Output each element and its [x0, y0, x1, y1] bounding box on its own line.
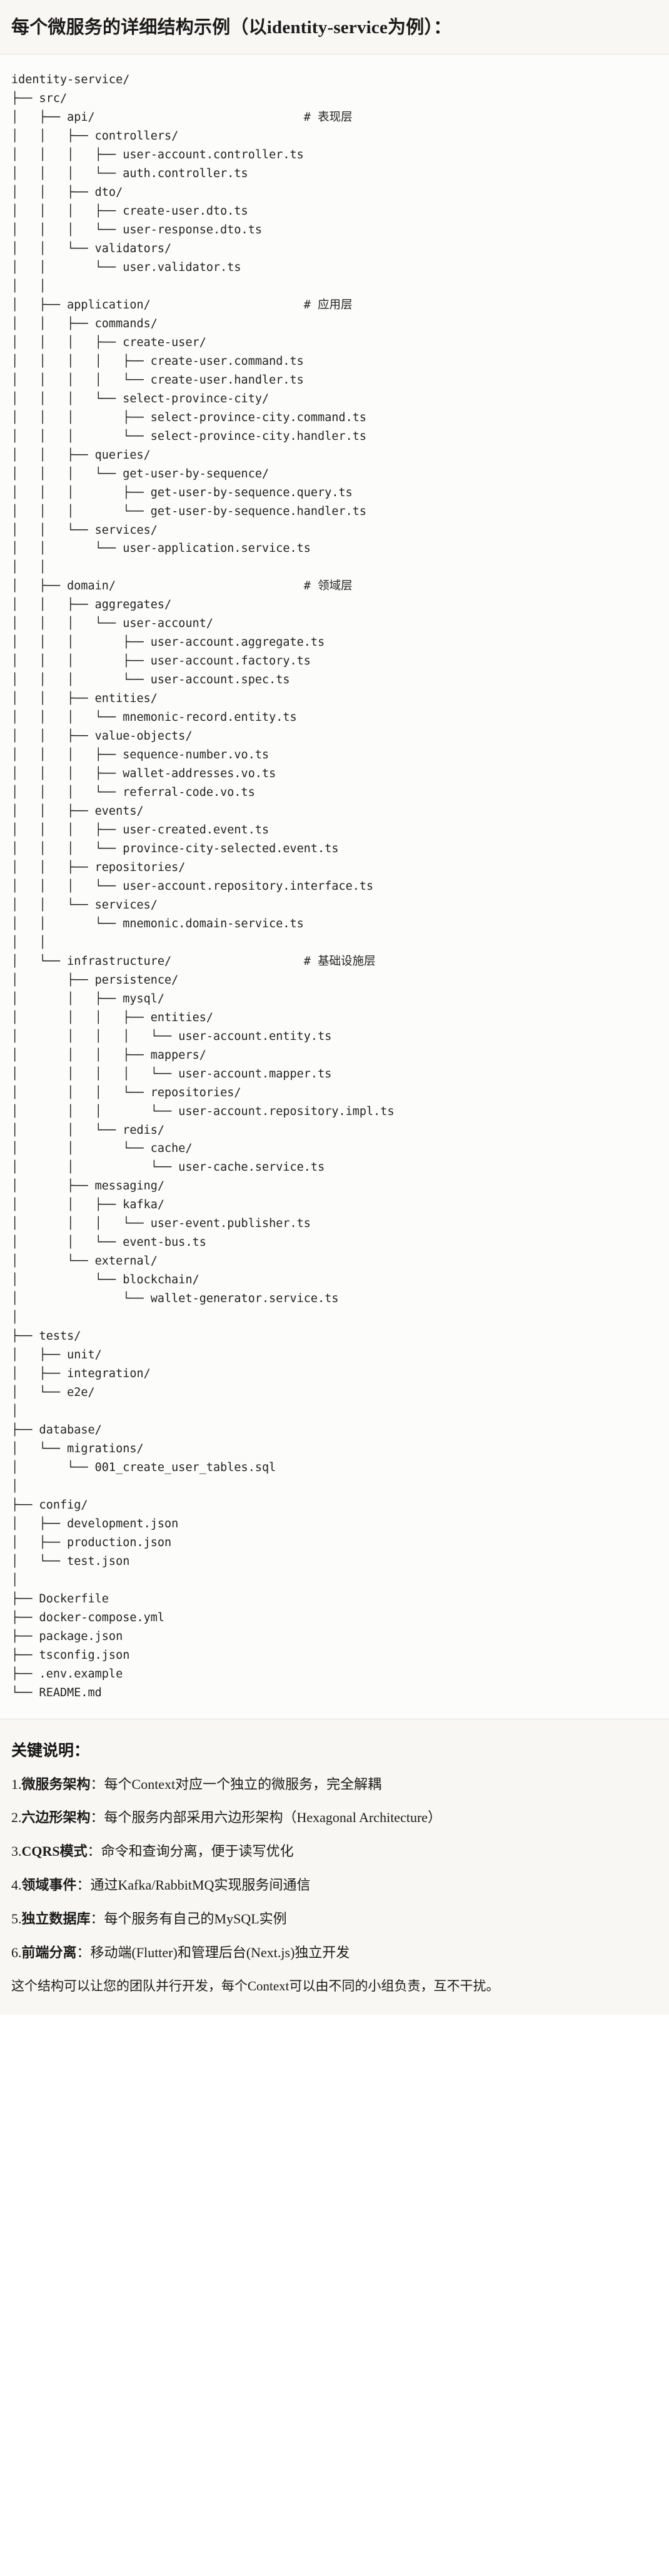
note-desc: ：每个Context对应一个独立的微服务，完全解耦	[90, 1776, 382, 1792]
note-term: 前端分离	[21, 1944, 77, 1960]
note-number: 4.	[11, 1877, 22, 1893]
directory-tree: identity-service/ ├── src/ │ ├── api/ # …	[11, 73, 395, 1699]
closing-paragraph: 这个结构可以让您的团队并行开发，每个Context可以由不同的小组负责，互不干扰…	[11, 1978, 500, 1993]
note-desc: ：每个服务有自己的MySQL实例	[90, 1911, 287, 1927]
note-desc: ：命令和查询分离，便于读写优化	[87, 1843, 294, 1860]
note-item: 5.独立数据库：每个服务有自己的MySQL实例	[11, 1909, 658, 1929]
note-number: 3.	[11, 1843, 22, 1860]
key-notes-list: 1.微服务架构：每个Context对应一个独立的微服务，完全解耦 2.六边形架构…	[11, 1774, 658, 1963]
note-term: CQRS模式	[21, 1843, 88, 1860]
note-desc: ：每个服务内部采用六边形架构（Hexagonal Architecture）	[90, 1810, 442, 1826]
note-term: 领域事件	[21, 1877, 77, 1893]
note-term: 微服务架构	[21, 1776, 91, 1792]
note-item: 3.CQRS模式：命令和查询分离，便于读写优化	[11, 1841, 658, 1861]
key-notes-section: 关键说明： 1.微服务架构：每个Context对应一个独立的微服务，完全解耦 2…	[0, 1719, 669, 2015]
header-band: 每个微服务的详细结构示例（以identity-service为例）：	[0, 0, 669, 55]
note-desc: ：移动端(Flutter)和管理后台(Next.js)独立开发	[76, 1944, 350, 1960]
note-number: 5.	[11, 1911, 22, 1927]
note-item: 6.前端分离：移动端(Flutter)和管理后台(Next.js)独立开发	[11, 1943, 658, 1963]
note-item: 4.领域事件：通过Kafka/RabbitMQ实现服务间通信	[11, 1875, 658, 1895]
key-notes-title: 关键说明：	[11, 1742, 90, 1759]
page-title: 每个微服务的详细结构示例（以identity-service为例）：	[11, 18, 452, 38]
note-number: 1.	[11, 1776, 22, 1792]
note-item: 1.微服务架构：每个Context对应一个独立的微服务，完全解耦	[11, 1774, 658, 1795]
note-desc: ：通过Kafka/RabbitMQ实现服务间通信	[76, 1877, 311, 1893]
note-term: 六边形架构	[21, 1810, 91, 1826]
note-item: 2.六边形架构：每个服务内部采用六边形架构（Hexagonal Architec…	[11, 1808, 658, 1828]
note-term: 独立数据库	[21, 1911, 91, 1927]
note-number: 2.	[11, 1810, 22, 1826]
note-number: 6.	[11, 1944, 22, 1960]
directory-tree-block: identity-service/ ├── src/ │ ├── api/ # …	[0, 54, 669, 1719]
